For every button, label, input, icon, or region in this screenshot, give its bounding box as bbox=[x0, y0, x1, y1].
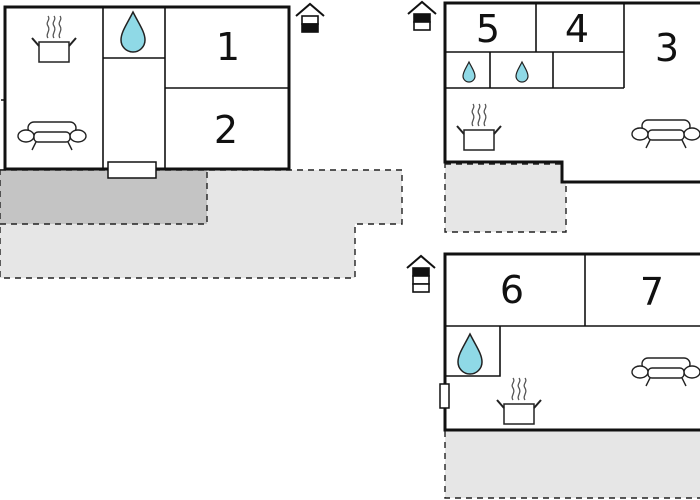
room-label-2: 2 bbox=[214, 108, 238, 152]
terrace-left bbox=[0, 169, 403, 279]
door-icon bbox=[439, 383, 450, 409]
door-icon bbox=[107, 161, 157, 179]
room-label-7: 7 bbox=[640, 270, 664, 314]
house-level-icon bbox=[407, 1, 437, 31]
room-label-4: 4 bbox=[565, 7, 589, 51]
room-label-6: 6 bbox=[500, 268, 524, 312]
house-level-icon bbox=[295, 3, 325, 33]
terrace-right-bottom bbox=[444, 429, 700, 499]
room-label-5: 5 bbox=[476, 7, 500, 51]
building-left bbox=[1, 5, 291, 179]
room-label-3: 3 bbox=[655, 26, 679, 70]
room-label-1: 1 bbox=[216, 25, 240, 69]
building-right-bottom bbox=[439, 252, 700, 432]
terrace-right-top bbox=[444, 163, 567, 233]
house-level-icon bbox=[406, 255, 436, 293]
